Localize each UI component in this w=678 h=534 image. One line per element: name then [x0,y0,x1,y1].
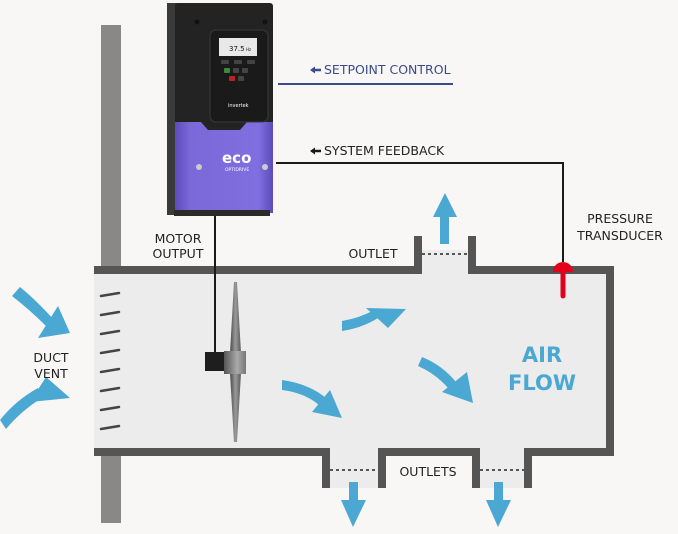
flow-arrow-up-right [342,310,378,331]
svg-text:SYSTEM FEEDBACK: SYSTEM FEEDBACK [324,143,445,158]
system-feedback-label: SYSTEM FEEDBACK [310,143,445,158]
drive-screw [196,164,202,170]
outlet-grilles [330,253,524,471]
fan-hub [224,351,246,374]
bottom-outlet-arrow-right [486,482,511,527]
arrow-left-icon [310,147,321,155]
duct-vent-label-line2: VENT [34,366,68,381]
flow-arrow-down-right [418,357,456,388]
pressure-transducer [553,262,573,299]
drive-display-value: 37.5 [229,45,245,53]
variable-speed-drive: 37.5 Hz invertek eco OPTIDRIVE [167,3,273,216]
fan-blade-bottom [230,373,241,442]
drive-display-screen [219,38,257,56]
drive-purple-cover [175,122,273,213]
drive-screw [262,19,268,25]
svg-text:SETPOINT CONTROL: SETPOINT CONTROL [324,62,451,77]
bottom-outlet-arrow-left [341,482,366,527]
duct-vent-louvers [99,291,121,431]
drive-maker-logo: invertek [228,103,249,109]
drive-brand-sub: OPTIDRIVE [225,167,249,173]
drive-keypad-buttons [221,60,255,81]
duct-walls [94,236,614,488]
arrow-left-icon [310,66,321,74]
air-flow-label-line2: FLOW [508,371,576,395]
setpoint-control-label: SETPOINT CONTROL [310,62,451,77]
support-pole-bottom [101,455,121,523]
motor-block [205,352,224,371]
pressure-transducer-label-line1: PRESSURE [587,211,653,226]
duct-vent-label-line1: DUCT [33,350,69,365]
outlet-label: OUTLET [348,246,397,261]
motor-output-label-line2: OUTPUT [153,246,204,261]
motor-output-label-line1: MOTOR [155,231,202,246]
air-flow-label-line1: AIR [522,343,562,367]
inlet-arrow-top [12,287,70,338]
support-pole-top [101,25,121,270]
fan [205,282,246,442]
top-outlet-arrow [440,216,449,244]
airflow-arrows [0,193,511,527]
drive-brand-logo: eco [222,149,251,167]
outlets-label: OUTLETS [399,464,456,479]
drive-bottom-foot [174,210,270,216]
system-feedback-wire [276,162,564,262]
drive-screw [262,164,268,170]
fan-blade-top [230,282,241,353]
inlet-arrow-bottom [0,388,42,429]
pressure-transducer-label-line2: TRANSDUCER [576,228,663,243]
drive-display-unit: Hz [246,47,251,52]
flow-arrow-fan [282,380,327,406]
drive-screw [194,19,200,25]
diagram-labels: SETPOINT CONTROL SYSTEM FEEDBACK MOTOR O… [33,62,663,479]
